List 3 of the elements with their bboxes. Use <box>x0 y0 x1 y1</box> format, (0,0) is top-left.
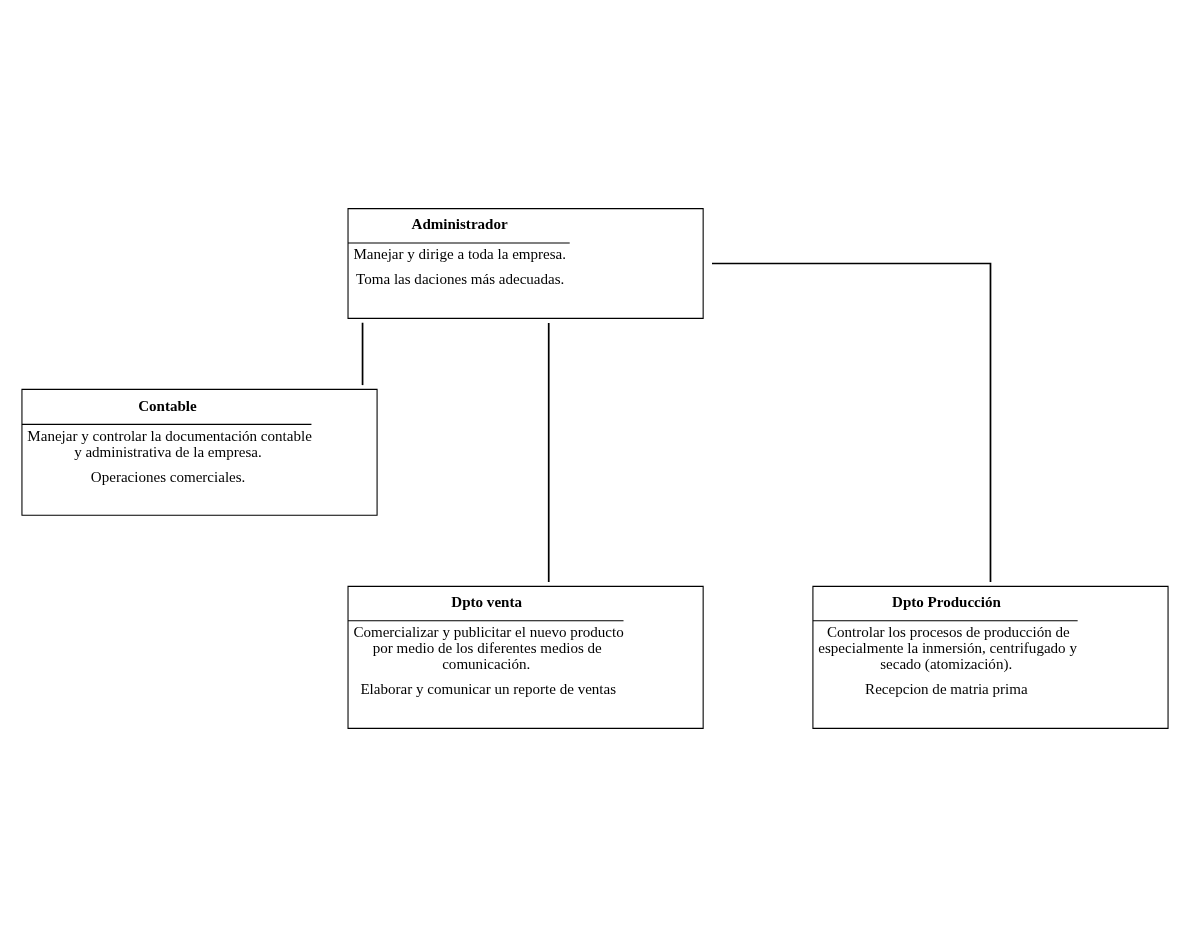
connector <box>547 322 550 583</box>
connector <box>710 262 991 583</box>
connector <box>361 321 363 386</box>
